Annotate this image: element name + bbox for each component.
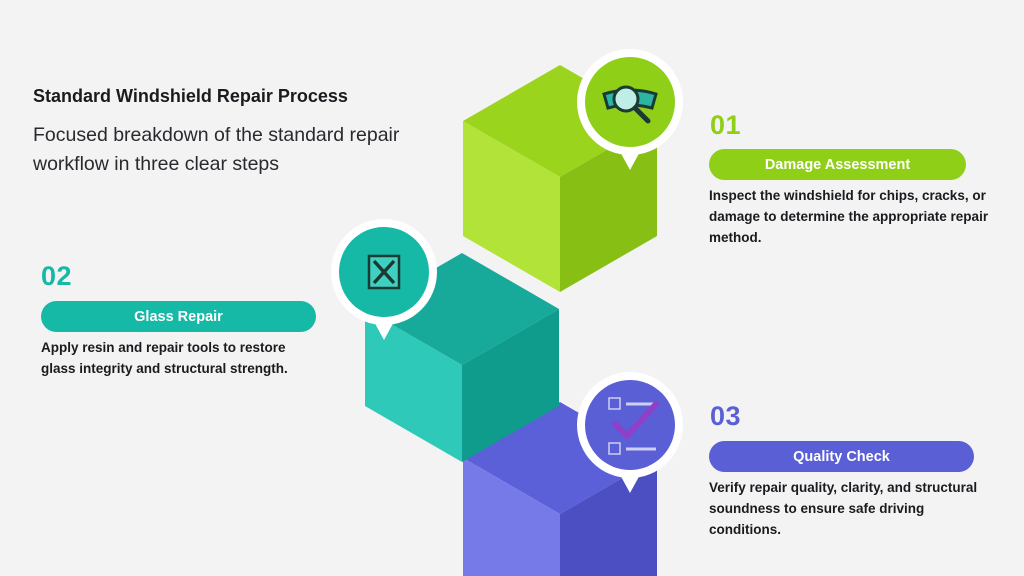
checklist-icon (608, 397, 659, 455)
step-1-number: 01 (710, 110, 742, 140)
page-title: Standard Windshield Repair Process (33, 86, 348, 106)
pin-step-3 (577, 372, 683, 493)
step-3-number: 03 (710, 401, 742, 431)
magnifier-windshield-icon (602, 85, 658, 124)
page-subtitle: Focused breakdown of the standard repair… (33, 124, 400, 175)
step-3-description: Verify repair quality, clarity, and stru… (709, 480, 978, 537)
wrench-screwdriver-icon (367, 254, 401, 290)
step-1-description: Inspect the windshield for chips, cracks… (709, 188, 989, 245)
pin-step-2 (331, 219, 437, 340)
step-3-label: Quality Check (709, 441, 974, 472)
step-2-number: 02 (41, 261, 73, 291)
pin-step-1 (577, 49, 683, 170)
step-2-label: Glass Repair (41, 301, 316, 332)
step-2-description: Apply resin and repair tools to restore … (41, 340, 288, 376)
step-1-label: Damage Assessment (709, 149, 966, 180)
